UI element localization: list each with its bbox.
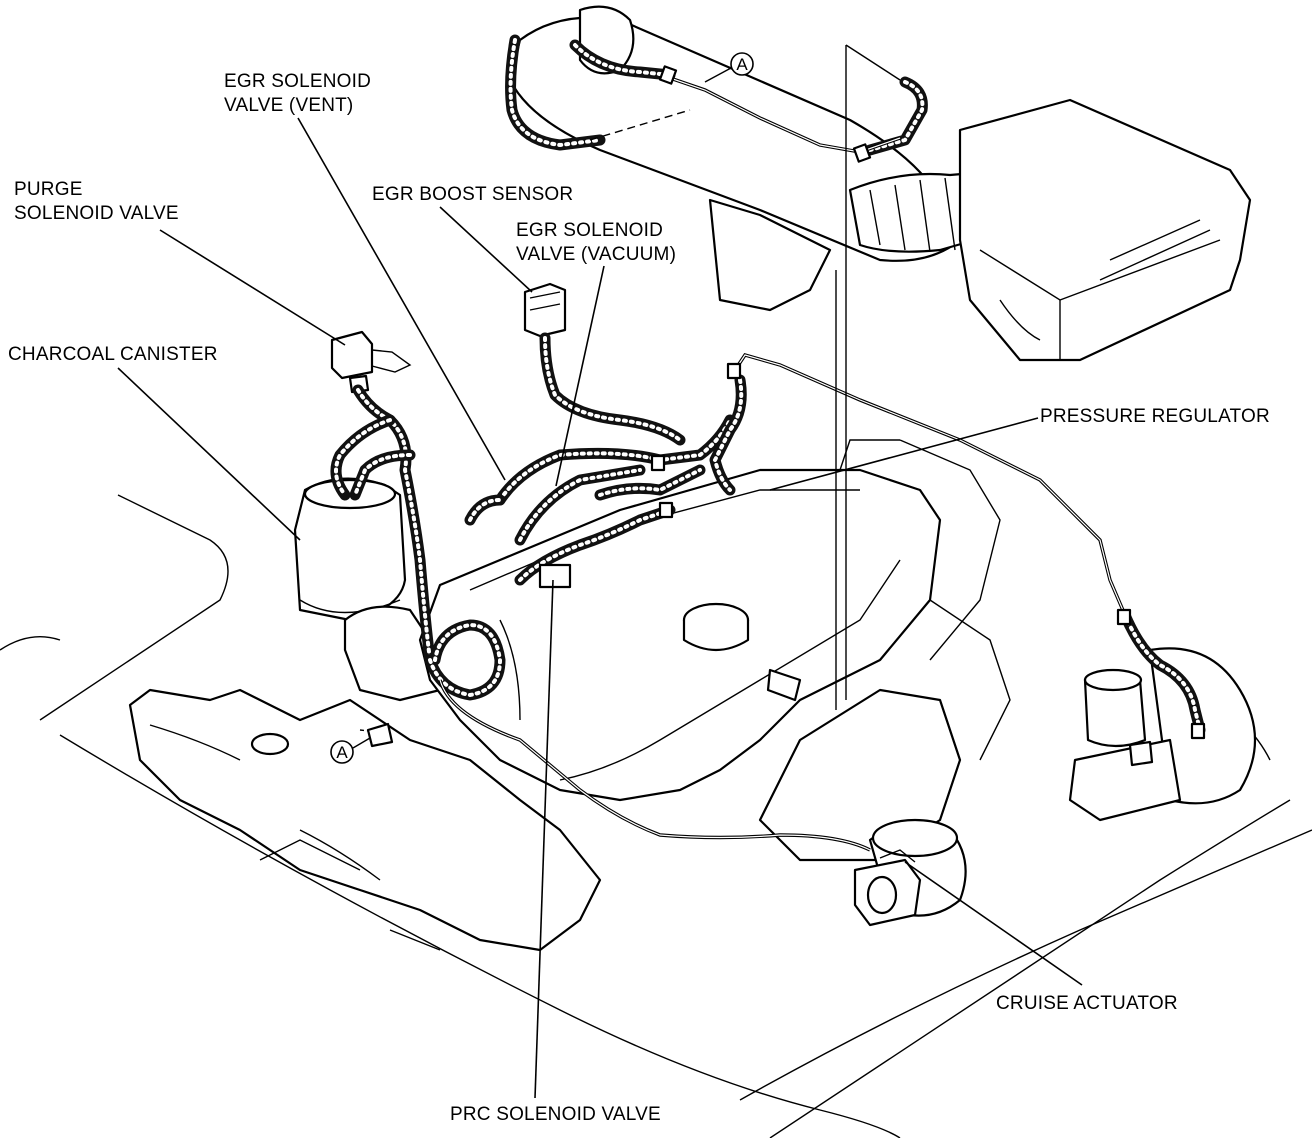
leader-prc-solenoid-valve	[534, 579, 554, 1099]
callout-a-top-text: A	[736, 55, 748, 74]
charcoal-canister	[293, 477, 442, 702]
leader-egr-solenoid-valve-vent	[297, 117, 506, 481]
leader-pressure-regulator	[769, 417, 1039, 491]
label-purge-solenoid-valve-line2: SOLENOID VALVE	[14, 203, 179, 224]
label-charcoal-canister: CHARCOAL CANISTER	[8, 344, 218, 365]
label-prc-solenoid-valve: PRC SOLENOID VALVE	[450, 1104, 661, 1125]
leader-egr-solenoid-valve-vacuum	[555, 265, 605, 487]
air-intake-assembly	[508, 5, 1252, 362]
callout-a-top: A	[704, 52, 754, 83]
leader-egr-boost-sensor	[439, 206, 533, 293]
purge-solenoid-valve	[330, 330, 412, 394]
label-pressure-regulator: PRESSURE REGULATOR	[1040, 406, 1270, 427]
label-cruise-actuator: CRUISE ACTUATOR	[996, 993, 1178, 1014]
brake-master-cylinder	[1068, 647, 1256, 822]
label-egr-solenoid-valve-vacuum-line1: EGR SOLENOID	[516, 220, 664, 241]
label-egr-solenoid-valve-vacuum-line2: VALVE (VACUUM)	[516, 244, 677, 265]
egr-boost-sensor	[523, 282, 567, 338]
label-egr-solenoid-valve-vent-line2: VALVE (VENT)	[224, 95, 354, 116]
vacuum-hoses	[330, 34, 1206, 736]
callout-a-bottom: A	[330, 722, 394, 764]
cruise-actuator	[853, 818, 967, 927]
leader-lines	[117, 117, 1083, 1099]
label-egr-boost-sensor: EGR BOOST SENSOR	[372, 184, 574, 205]
leader-cruise-actuator	[904, 861, 1083, 986]
radiator-support	[128, 688, 602, 952]
reference-lines	[835, 44, 901, 710]
label-egr-solenoid-valve-vent-line1: EGR SOLENOID	[224, 71, 372, 92]
callout-a-bottom-text: A	[336, 743, 348, 762]
hose-clamps	[538, 65, 1206, 740]
leader-purge-solenoid-valve	[159, 229, 346, 346]
label-purge-solenoid-valve-line1: PURGE	[14, 179, 83, 200]
leader-charcoal-canister	[117, 367, 301, 541]
